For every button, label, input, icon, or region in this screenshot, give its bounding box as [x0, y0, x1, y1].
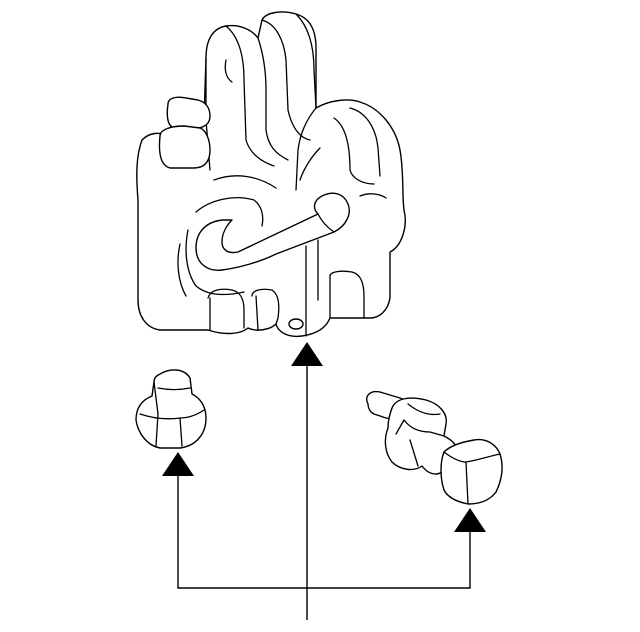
right-fastener-part [366, 390, 503, 505]
arrow-up-icon [291, 342, 323, 366]
main-bracket-part [136, 11, 406, 338]
left-fastener-part [135, 369, 207, 449]
branch-leader-line [177, 476, 471, 589]
leader-lines [177, 366, 471, 620]
arrow-up-icon [454, 508, 486, 532]
arrow-up-icon [162, 452, 194, 476]
